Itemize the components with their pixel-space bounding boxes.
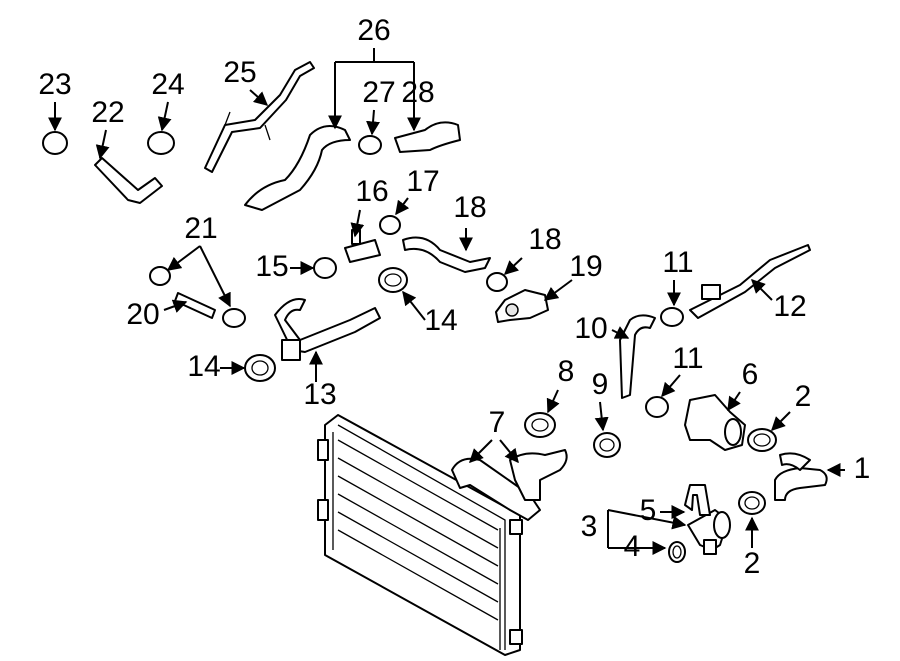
callout-26: 26	[357, 14, 390, 47]
part-27-clamp	[358, 135, 382, 155]
callout-11-upper: 11	[662, 246, 693, 279]
callout-28: 28	[401, 76, 434, 109]
part-25-pipe	[204, 61, 315, 173]
radiator	[317, 414, 523, 656]
callout-18-upper: 17	[406, 165, 439, 198]
callout-2-upper: 2	[795, 380, 812, 413]
part-13-hose	[274, 298, 381, 361]
callout-12: 12	[773, 290, 806, 323]
part-2-clamp-lower	[738, 491, 766, 515]
part-14-clamp-right	[378, 267, 408, 293]
callout-13: 13	[303, 378, 336, 411]
callout-19: 19	[569, 250, 602, 283]
callout-10: 10	[574, 312, 607, 345]
leader-lines	[48, 48, 845, 555]
callout-24: 24	[151, 68, 184, 101]
callout-27: 27	[362, 76, 395, 109]
callout-16: 16	[355, 175, 388, 208]
part-24-clamp	[147, 131, 175, 155]
part-4-o-ring	[668, 541, 686, 563]
part-18-clamp-lower	[486, 272, 508, 292]
part-2-clamp-upper	[747, 428, 777, 452]
callout-1: 1	[854, 452, 871, 485]
callout-22: 22	[91, 96, 124, 129]
callout-6: 6	[742, 358, 759, 391]
part-21-clamps	[149, 266, 246, 328]
callout-5: 5	[640, 494, 657, 527]
part-28-hose	[394, 121, 461, 153]
callout-8: 8	[558, 355, 575, 388]
part-15-clamp	[313, 257, 337, 279]
part-26-hose	[244, 125, 351, 211]
part-8-clamp	[524, 412, 556, 438]
callout-3: 3	[581, 510, 598, 543]
callout-numbers: 1 2 2 3 4 5 6 7 8 9 10 11 11 12 13 14 14…	[38, 14, 870, 580]
callout-11-lower: 11	[672, 342, 703, 375]
part-22-hose	[94, 157, 163, 204]
callout-23: 23	[38, 68, 71, 101]
callout-7: 7	[489, 406, 506, 439]
callout-9: 9	[592, 368, 609, 401]
part-23-clamp	[42, 131, 68, 155]
part-20-hose	[174, 292, 216, 319]
callout-15: 15	[255, 250, 288, 283]
part-11-clamp-lower	[645, 396, 669, 418]
part-10-hose	[619, 314, 656, 399]
callout-18-lower: 18	[528, 223, 561, 256]
part-12-pipe	[689, 244, 811, 319]
callout-14-right: 14	[424, 304, 457, 337]
part-6-housing	[684, 394, 746, 451]
part-1-hose	[774, 452, 828, 501]
part-14-clamp-left	[244, 354, 276, 382]
callout-25: 25	[223, 56, 256, 89]
part-9-clamp	[593, 432, 621, 458]
part-18-clamp-upper	[379, 215, 401, 235]
callout-21: 21	[184, 212, 217, 245]
part-3-flange	[687, 509, 731, 555]
part-5-bracket	[684, 484, 711, 516]
part-19-pump	[495, 289, 549, 323]
part-16-fitting	[344, 229, 381, 263]
callout-17: 18	[453, 191, 486, 224]
callout-20: 20	[126, 298, 159, 331]
callout-2-lower: 2	[744, 547, 761, 580]
part-11-clamp-upper	[660, 307, 684, 327]
part-17-hose	[402, 236, 491, 273]
callout-14-left: 14	[187, 350, 220, 383]
callout-4: 4	[624, 530, 641, 563]
